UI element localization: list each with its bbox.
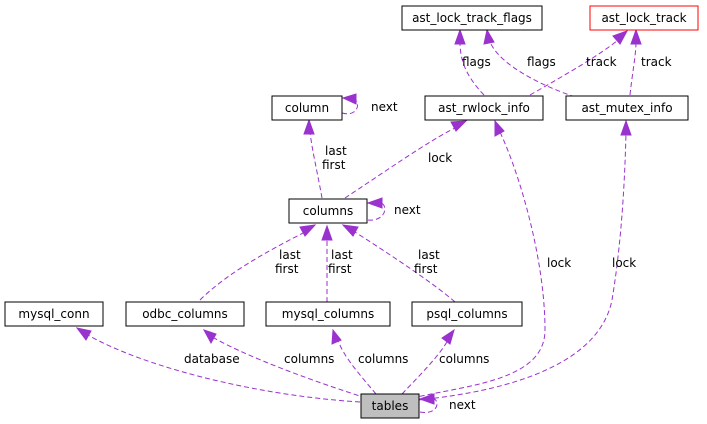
arrowhead <box>418 393 435 405</box>
node-ast-rwlock-info[interactable]: ast_rwlock_info <box>424 95 544 121</box>
arrowhead <box>341 224 359 237</box>
edge-label-columns: columns <box>358 352 408 366</box>
edge-label-next: next <box>394 203 421 217</box>
node-tables[interactable]: tables <box>360 393 420 419</box>
edge-mutex-flags <box>489 41 576 98</box>
edge-label-columns: columns <box>284 352 334 366</box>
node-label: ast_rwlock_info <box>438 101 530 115</box>
arrowhead <box>321 224 333 241</box>
arrowhead <box>454 28 466 45</box>
node-label: tables <box>372 399 409 413</box>
node-label: mysql_conn <box>18 307 89 321</box>
node-mysql-columns[interactable]: mysql_columns <box>265 301 391 327</box>
node-columns[interactable]: columns <box>288 198 368 224</box>
node-ast-lock-track[interactable]: ast_lock_track <box>589 5 699 31</box>
edge-label-track: track <box>586 55 617 69</box>
node-ast-lock-track-flags[interactable]: ast_lock_track_flags <box>401 5 543 31</box>
node-label: psql_columns <box>426 307 507 321</box>
edge-label-last: last <box>331 248 353 262</box>
node-label: column <box>285 101 329 115</box>
node-label: ast_lock_track_flags <box>412 11 532 25</box>
node-label: mysql_columns <box>282 307 374 321</box>
edge-label-first: first <box>322 158 346 172</box>
edge-label-lock: lock <box>612 256 636 270</box>
edge-label-database: database <box>184 352 240 366</box>
arrowhead <box>630 28 642 45</box>
node-label: ast_mutex_info <box>581 101 672 115</box>
edge-label-track: track <box>641 55 672 69</box>
edge-label-next: next <box>371 100 398 114</box>
arrowhead <box>341 93 357 105</box>
node-column[interactable]: column <box>271 95 343 121</box>
edge-columns-column <box>309 131 323 199</box>
edge-label-next: next <box>449 398 476 412</box>
edge-conn-tables <box>87 334 361 403</box>
edge-label-flags: flags <box>462 55 491 69</box>
edge-rwlock-flags <box>459 41 485 96</box>
edge-label-lock: lock <box>547 256 571 270</box>
edge-label-last: last <box>279 248 301 262</box>
node-ast-mutex-info[interactable]: ast_mutex_info <box>565 95 689 121</box>
arrowhead <box>612 30 629 45</box>
edge-odbc-tables <box>213 337 367 399</box>
node-mysql-conn[interactable]: mysql_conn <box>4 301 104 327</box>
edge-label-first: first <box>414 262 438 276</box>
arrowhead <box>202 329 217 345</box>
edge-tables-rwlock <box>411 131 546 399</box>
edge-label-first: first <box>328 262 352 276</box>
edge-rwlock-track <box>529 39 619 96</box>
node-odbc-columns[interactable]: odbc_columns <box>125 301 245 327</box>
edge-label-first: first <box>275 262 299 276</box>
edge-label-flags: flags <box>527 55 556 69</box>
arrowhead <box>331 328 342 345</box>
arrowhead <box>366 197 383 209</box>
edge-column-next <box>341 97 358 115</box>
arrowhead <box>75 327 92 341</box>
edge-tables-mutex <box>417 131 627 401</box>
edge-mysql-tables <box>337 339 377 395</box>
edge-mutex-track <box>629 41 637 96</box>
edge-label-last: last <box>418 248 440 262</box>
arrowhead <box>441 328 455 345</box>
edge-psql-tables <box>401 339 449 395</box>
edge-label-last: last <box>325 144 347 158</box>
edge-psql-columns <box>354 231 456 303</box>
node-label: columns <box>303 204 353 218</box>
edge-odbc-columns <box>199 231 306 301</box>
arrowhead <box>450 120 468 132</box>
node-label: odbc_columns <box>142 307 228 321</box>
node-psql-columns[interactable]: psql_columns <box>411 301 523 327</box>
edge-tables-next <box>419 397 438 413</box>
arrowhead <box>299 224 317 237</box>
node-label: ast_lock_track <box>601 11 686 25</box>
edge-label-lock: lock <box>428 151 452 165</box>
arrowhead <box>620 119 632 136</box>
arrowhead <box>483 28 495 45</box>
edge-label-columns: columns <box>439 352 489 366</box>
arrowhead <box>494 119 505 137</box>
arrowhead <box>303 118 315 135</box>
